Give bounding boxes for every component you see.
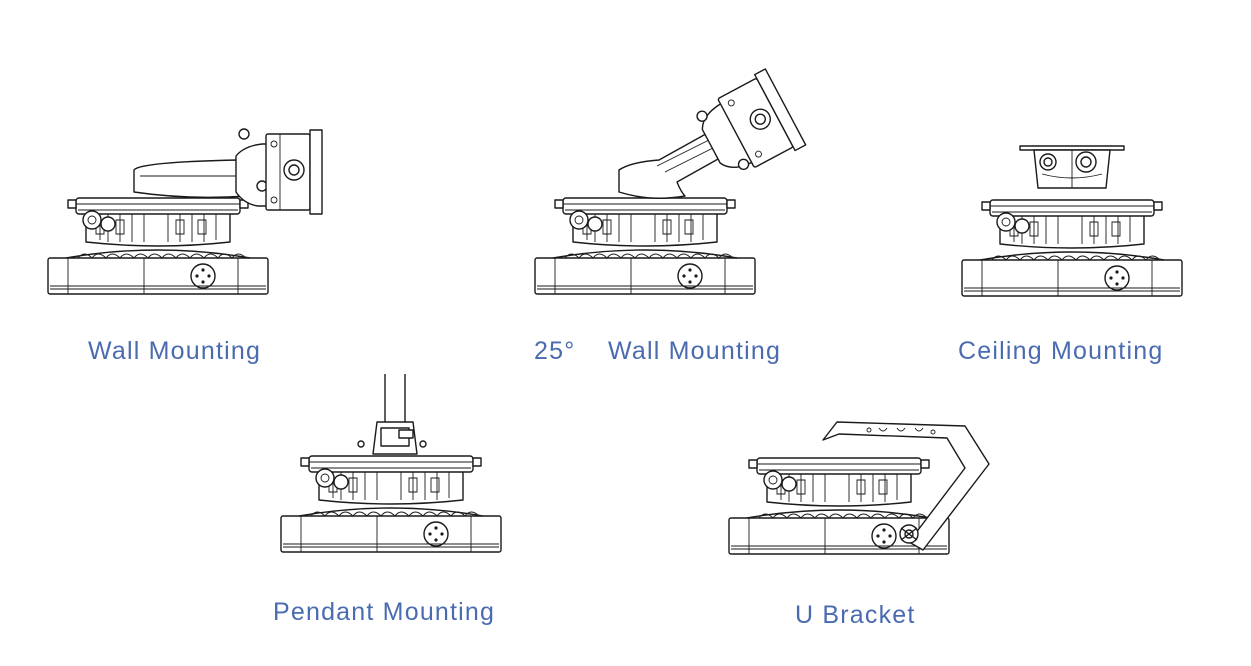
wall-mount-drawing	[47, 126, 338, 301]
u-bracket-drawing	[728, 420, 991, 560]
pendant-mount-drawing	[280, 374, 502, 556]
caption-wall-mounting-25-prefix: 25°	[534, 337, 576, 365]
caption-pendant-mounting: Pendant Mounting	[273, 598, 496, 626]
wall-mount-25-drawing	[534, 68, 807, 302]
caption-ceiling-mounting: Ceiling Mounting	[958, 337, 1164, 365]
caption-u-bracket: U Bracket	[795, 601, 916, 629]
caption-wall-mounting-25: Wall Mounting	[608, 337, 782, 365]
caption-wall-mounting: Wall Mounting	[88, 337, 262, 365]
ceiling-mount-drawing	[961, 142, 1183, 302]
